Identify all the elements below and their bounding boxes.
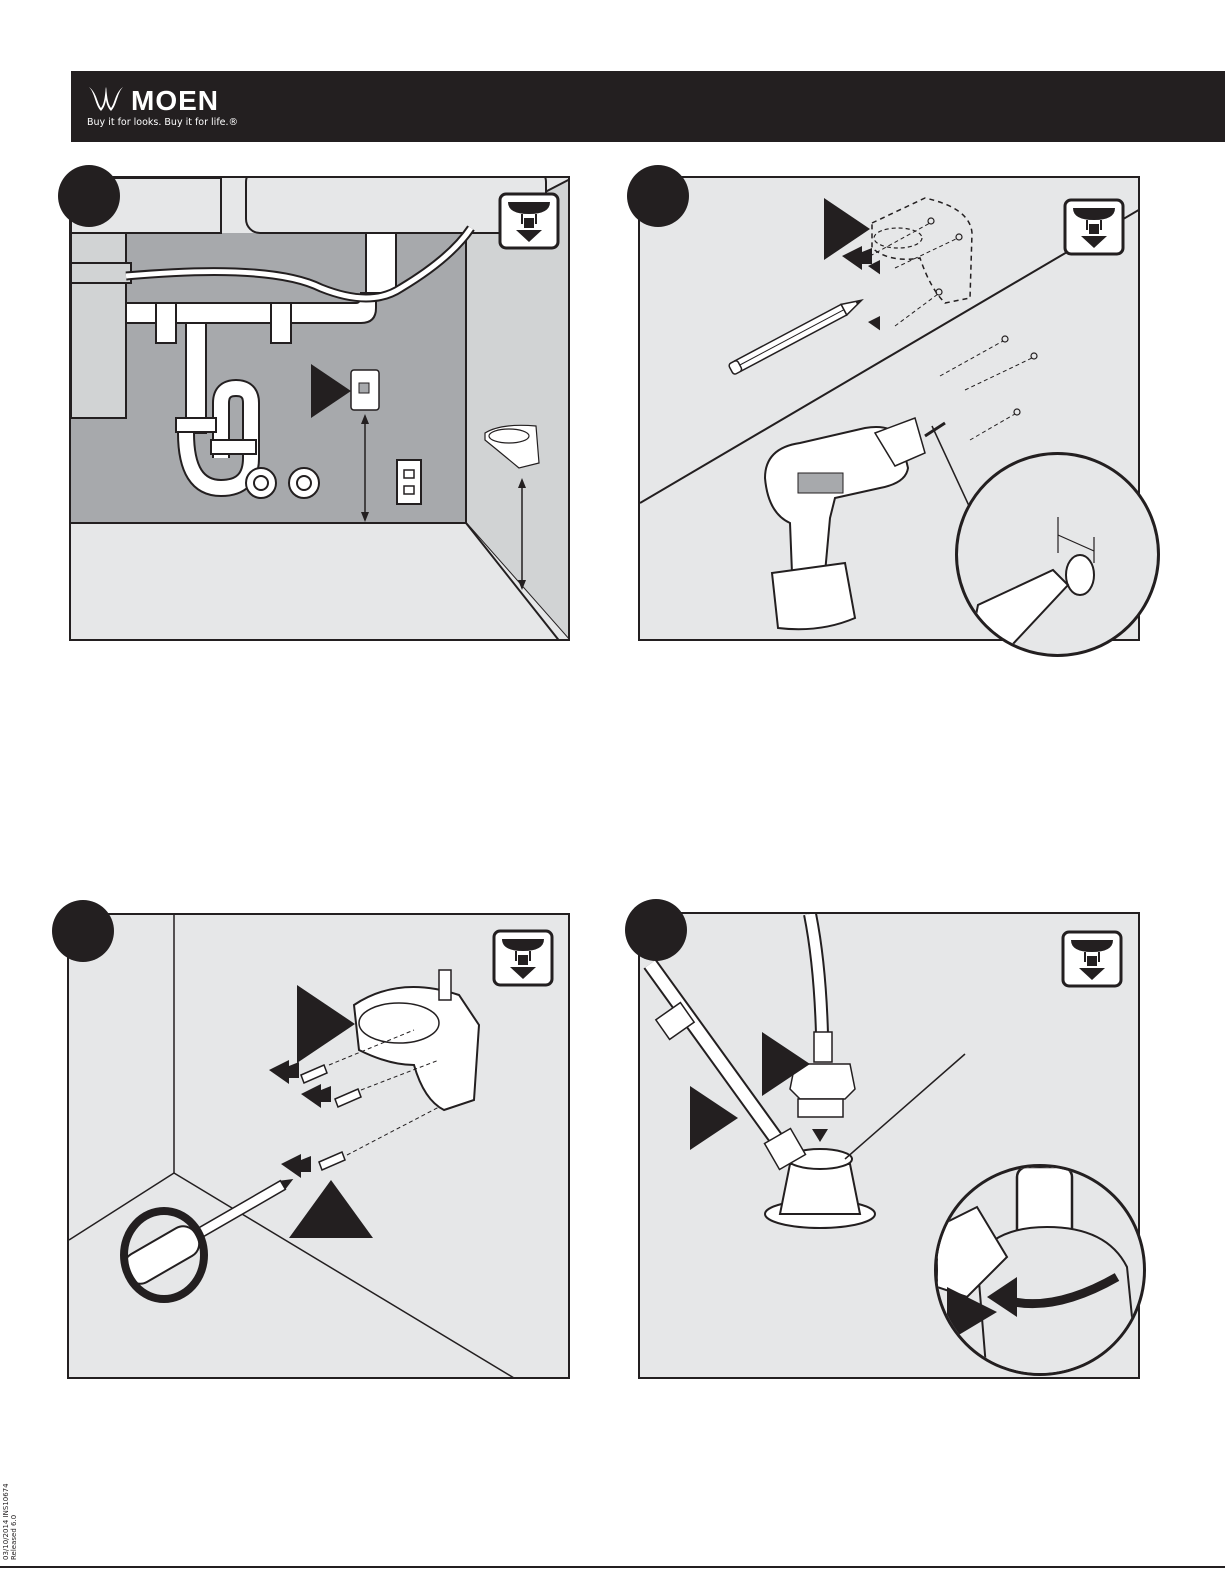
step-1-panel xyxy=(69,176,570,641)
step-3-marker xyxy=(52,900,114,962)
step-1-marker xyxy=(58,165,120,227)
drill-bit-detail-zoom xyxy=(955,452,1160,657)
pointer-triangle-icon xyxy=(690,1086,738,1150)
pointer-triangle-icon xyxy=(760,1332,808,1379)
document-code-line-2: Released 6.0 xyxy=(10,1483,18,1560)
pointer-triangle-icon xyxy=(762,1032,810,1096)
direction-arrows xyxy=(267,1060,337,1200)
connection-detail-zoom xyxy=(934,1164,1146,1376)
bottom-rule xyxy=(0,1566,1225,1568)
under-sink-install-icon xyxy=(492,929,554,987)
step-2-marker xyxy=(627,165,689,227)
brand-header: MOEN Buy it for looks. Buy it for life.® xyxy=(71,71,1225,142)
step-4-marker xyxy=(625,899,687,961)
drill-bit-detail xyxy=(958,455,1160,657)
connection-detail xyxy=(937,1167,1146,1376)
under-sink-install-icon xyxy=(1063,198,1125,256)
brand-name: MOEN xyxy=(131,85,219,117)
under-sink-install-icon xyxy=(1061,930,1123,988)
pointer-triangle-icon xyxy=(311,364,351,418)
document-code-line-1: 03/10/2014 INS10674 xyxy=(2,1483,10,1560)
brand-tagline: Buy it for looks. Buy it for life.® xyxy=(87,117,238,128)
under-sink-install-icon xyxy=(498,192,560,250)
moen-logo: MOEN xyxy=(87,83,125,118)
document-code: 03/10/2014 INS10674 Released 6.0 xyxy=(2,1483,18,1560)
pointer-triangle-icon xyxy=(297,985,355,1063)
direction-arrows xyxy=(840,238,880,488)
moen-leaf-icon xyxy=(87,83,125,113)
step-3-panel xyxy=(67,913,570,1379)
